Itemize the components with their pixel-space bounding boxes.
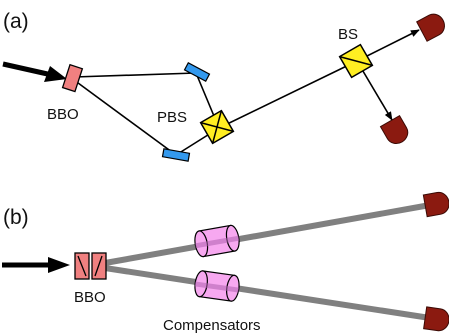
panel-b: (b) BBO — [2, 191, 449, 334]
pbs-label: PBS — [157, 109, 187, 126]
pump-arrow-b — [2, 257, 70, 273]
detector-b1 — [422, 191, 449, 218]
bs-label: BS — [338, 26, 358, 43]
panel-b-label: (b) — [3, 206, 29, 229]
bbo-crystal-pair — [74, 252, 107, 280]
mirror-top — [183, 62, 211, 82]
detector-b2 — [423, 306, 449, 332]
beam-paths-a — [73, 29, 420, 156]
pbs-cube — [199, 109, 235, 145]
bbo-crystal-a — [61, 63, 84, 93]
detector-a1 — [416, 13, 445, 42]
compensators-label: Compensators — [163, 317, 261, 334]
compensator-upper — [194, 224, 240, 258]
beam-paths-b — [104, 202, 431, 321]
bbo-label-a: BBO — [47, 106, 79, 123]
pump-arrow-a — [2, 61, 67, 82]
compensator-lower — [194, 270, 240, 302]
panel-a-label: (a) — [3, 10, 29, 33]
bs-cube — [338, 43, 374, 79]
mirror-bottom — [161, 148, 191, 162]
detector-a2 — [379, 114, 409, 145]
panel-a: (a) BBO PBS — [2, 10, 445, 162]
bbo-label-b: BBO — [74, 289, 106, 306]
